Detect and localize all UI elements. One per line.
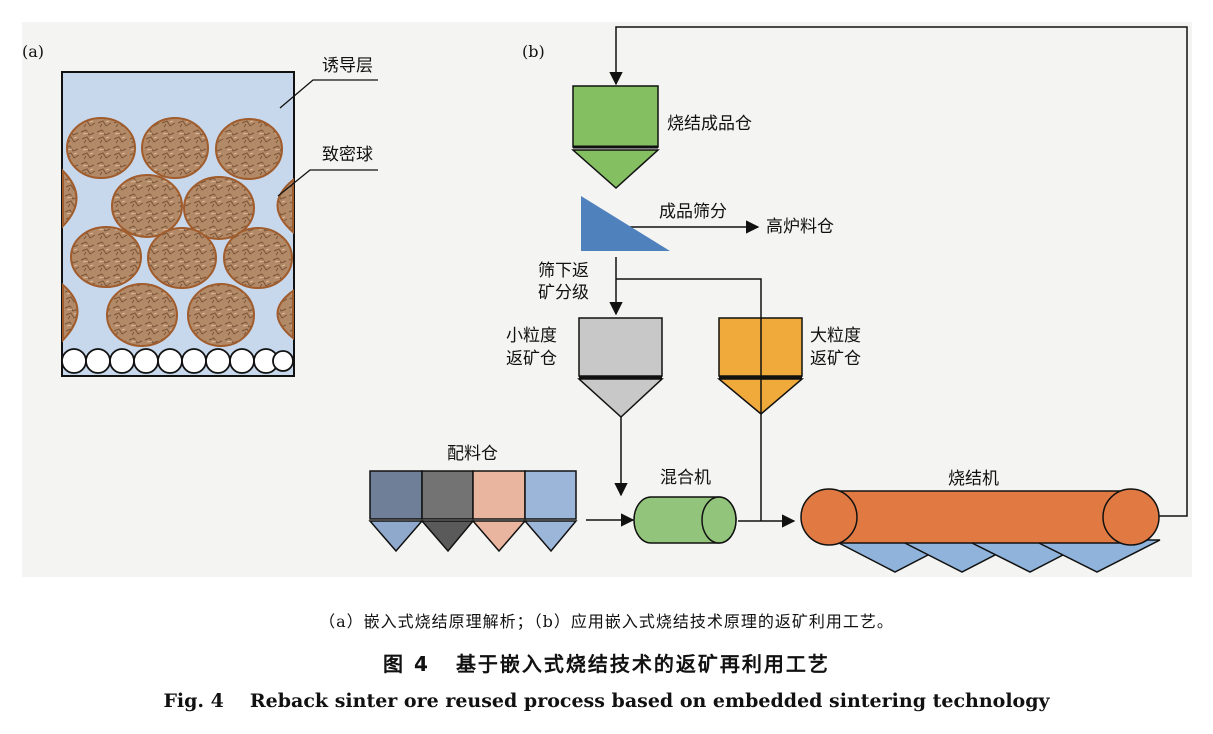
sinter-machine <box>800 488 1161 573</box>
caption-cn-number: 图 4 <box>383 652 430 676</box>
figure-subcaption: （a）嵌入式烧结原理解析；（b）应用嵌入式烧结技术原理的返矿利用工艺。 <box>319 612 894 631</box>
product-screen <box>581 196 670 251</box>
flow-lines <box>586 26 1188 528</box>
large-return-bin <box>716 317 805 415</box>
label-blast-furnace-bin: 高炉料仓 <box>766 217 834 237</box>
label-mixer: 混合机 <box>660 468 711 488</box>
figure-caption-cn: 图 4 基于嵌入式烧结技术的返矿再利用工艺 <box>0 648 1213 677</box>
label-undersize-1: 筛下返 <box>538 261 589 281</box>
label-product-bin: 烧结成品仓 <box>667 114 752 134</box>
process-diagram: (a) 诱导层 致密球 (b) <box>22 26 1188 573</box>
label-large-bin-1: 大粒度 <box>810 326 861 346</box>
bottom-bedding-layer <box>61 348 294 374</box>
panel-a-tag: (a) <box>22 42 44 61</box>
label-dense-ball: 致密球 <box>322 145 373 165</box>
small-return-bin <box>577 317 664 419</box>
sinter-product-bin <box>571 85 660 190</box>
label-small-bin-2: 返矿仓 <box>506 349 557 369</box>
figure-caption-en: Fig. 4 Reback sinter ore reused process b… <box>0 690 1213 712</box>
label-sinter-machine: 烧结机 <box>948 469 999 489</box>
mixer-drum <box>633 496 737 544</box>
leader-lines-a <box>277 79 378 197</box>
caption-en-number: Fig. 4 <box>163 690 224 712</box>
panel-b-tag: (b) <box>522 42 545 61</box>
dense-balls <box>62 117 294 347</box>
caption-cn-title: 基于嵌入式烧结技术的返矿再利用工艺 <box>455 652 830 676</box>
label-dosing-bin: 配料仓 <box>447 444 498 464</box>
label-screening: 成品筛分 <box>659 202 727 222</box>
figure-panel: (a) 诱导层 致密球 (b) <box>22 22 1192 577</box>
caption-en-title: Reback sinter ore reused process based o… <box>249 690 1050 712</box>
label-undersize-2: 矿分级 <box>538 283 589 303</box>
label-small-bin-1: 小粒度 <box>506 326 557 346</box>
label-large-bin-2: 返矿仓 <box>810 349 861 369</box>
dosing-bins <box>368 470 578 553</box>
label-induction-layer: 诱导层 <box>322 56 373 76</box>
